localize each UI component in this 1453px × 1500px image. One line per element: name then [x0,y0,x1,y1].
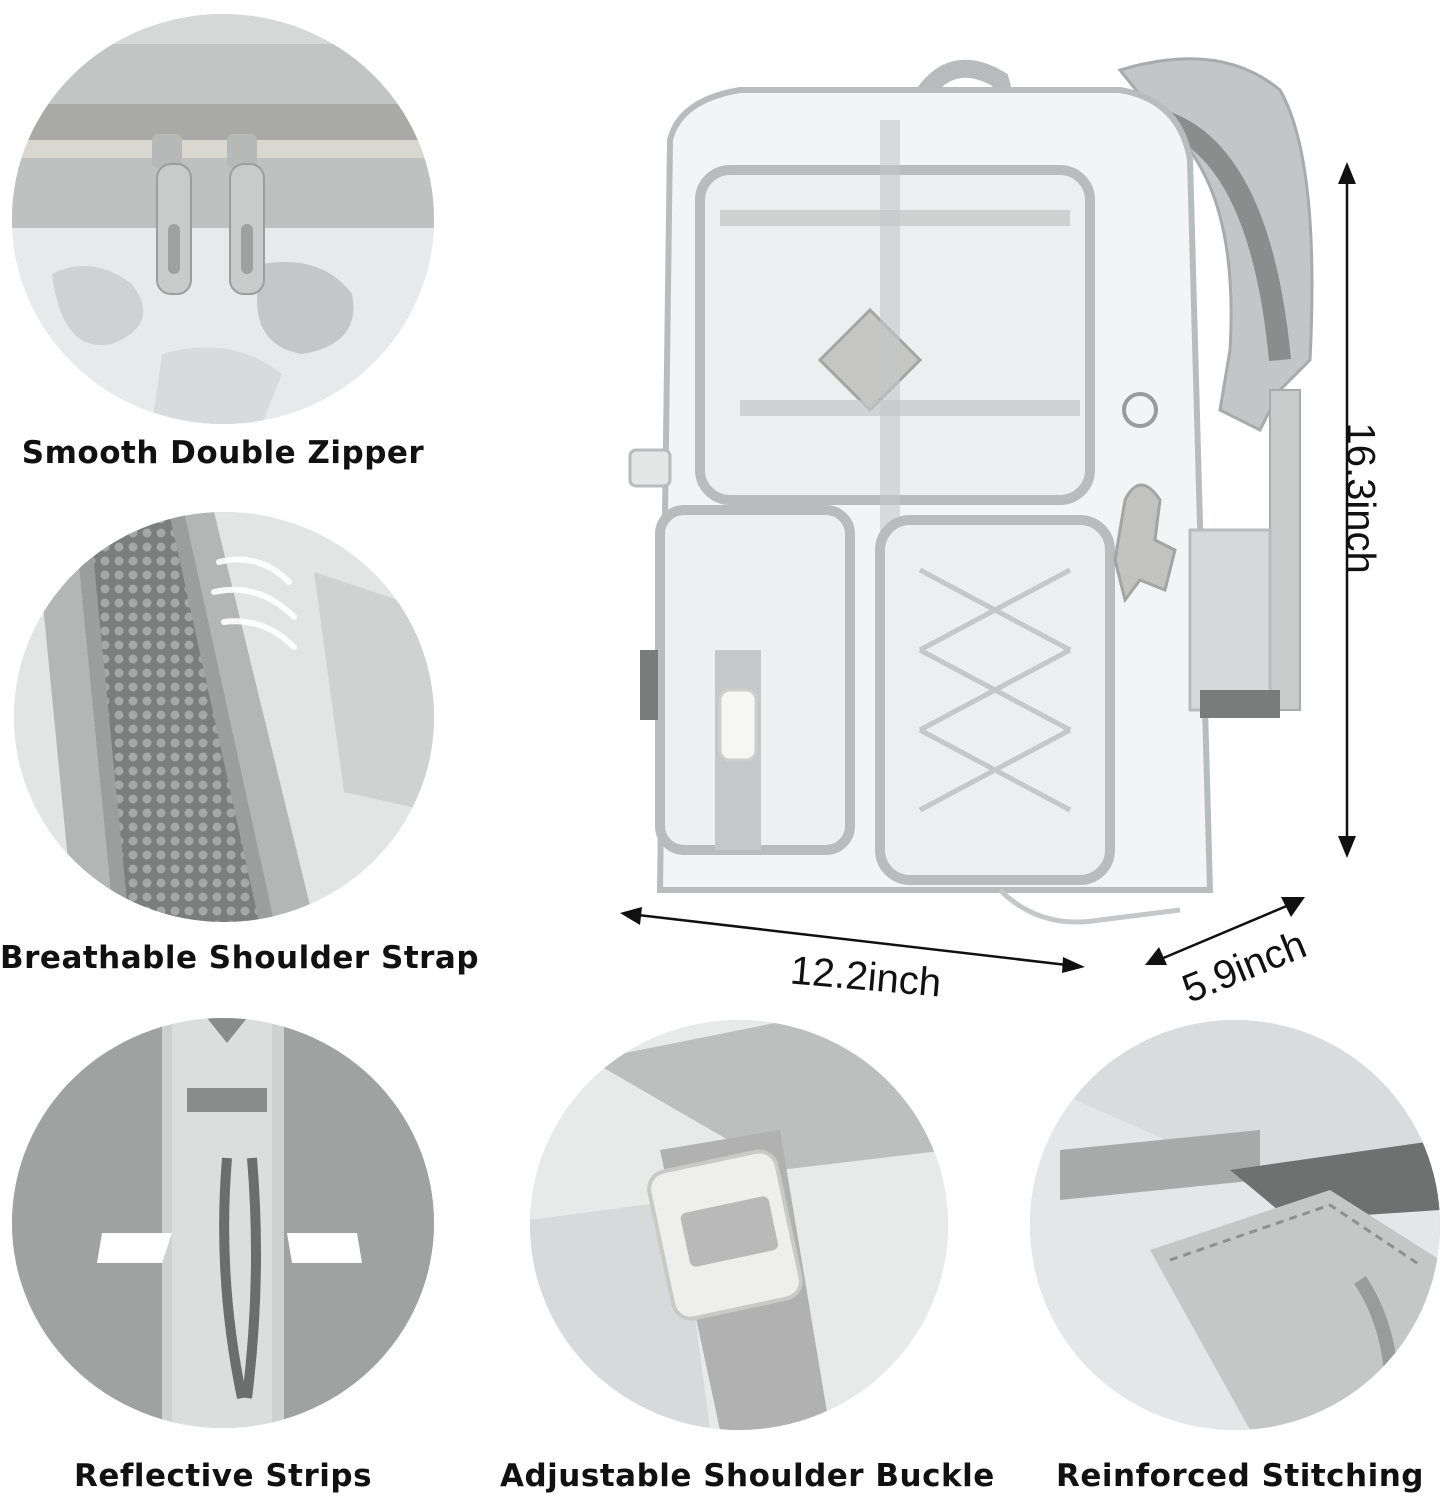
feature-label-stitching: Reinforced Stitching [1056,1458,1424,1494]
airflow-icon [211,556,297,650]
buckle-closeup-circle [530,1020,948,1430]
zipper-pull-left-icon [152,134,192,295]
reflective-strip-closeup-circle [12,1018,434,1428]
mesh-strap-closeup-circle [14,512,434,922]
reflective-strip-right [287,1233,362,1263]
depth-arrow [1145,895,1305,970]
feature-label-reflective: Reflective Strips [73,1458,373,1494]
zipper-closeup-circle [12,14,434,424]
backpack-image [620,30,1320,940]
buckle-icon [647,1149,803,1321]
zipper-pull-right-icon [227,134,265,295]
feature-label-zipper: Smooth Double Zipper [21,435,425,471]
height-arrow [1332,160,1362,860]
feature-label-strap: Breathable Shoulder Strap [0,940,480,976]
feature-label-buckle: Adjustable Shoulder Buckle [500,1458,995,1494]
bear-keychain-icon [1113,392,1177,604]
mesh-panel [74,512,274,922]
height-dimension-label: 16.3inch [1338,422,1383,574]
stitching-closeup-circle [1030,1020,1440,1430]
width-arrow [620,905,1085,975]
reflective-strip-left [97,1233,172,1263]
